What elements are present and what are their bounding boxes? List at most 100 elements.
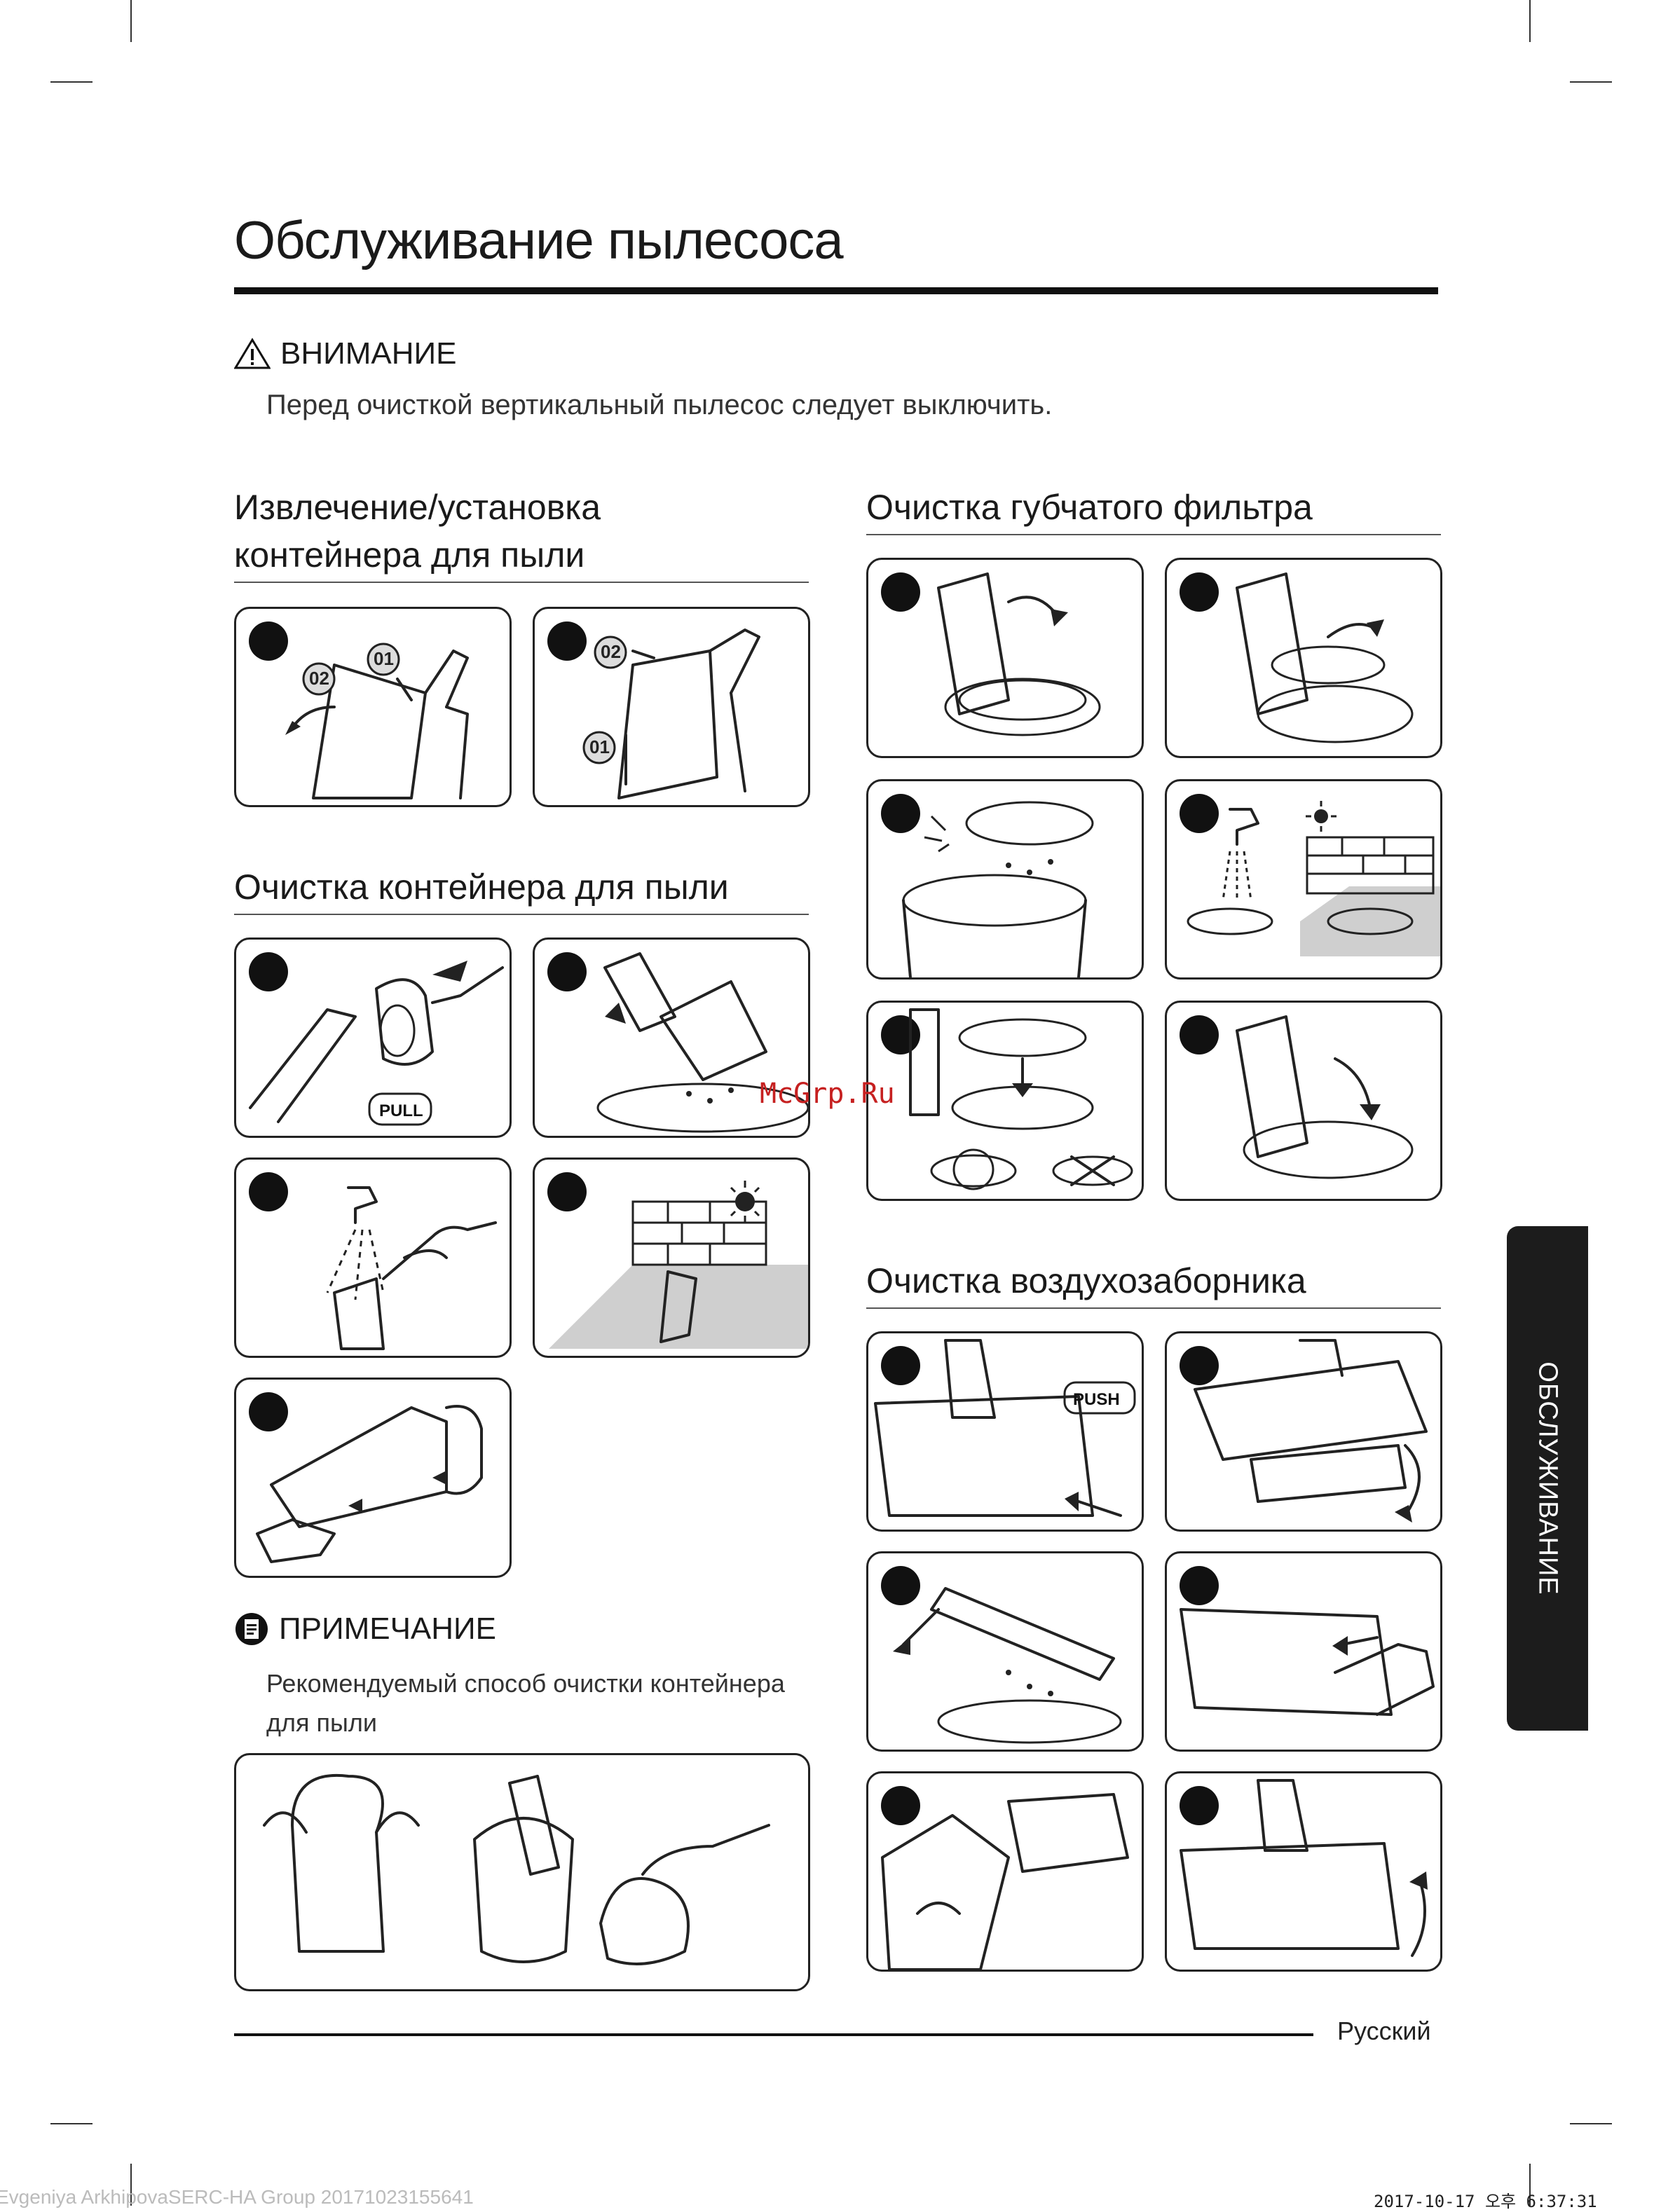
reinsert-sponge-illustration	[909, 1008, 1133, 1190]
step-dot	[547, 952, 587, 991]
footer-rule	[234, 2033, 1313, 2036]
sponge-step-reinsert	[866, 1001, 1144, 1201]
section-clean-container-title: Очистка контейнера для пыли	[234, 867, 729, 907]
section-rule	[234, 582, 809, 583]
step-dot	[249, 952, 288, 991]
step-dot	[881, 794, 920, 833]
close-cover-illustration	[881, 1793, 1129, 1970]
close-lid-illustration	[1236, 1015, 1414, 1179]
step-dot	[249, 1392, 288, 1431]
step-label-02: 02	[309, 668, 329, 689]
sun-icon	[1306, 801, 1337, 832]
faucet-icon	[347, 1186, 378, 1224]
tap-sponge-illustration	[902, 801, 1094, 977]
install-container-illustration: 02 01	[582, 628, 760, 799]
print-meta-right: 2017-10-17 오후 6:37:31	[1374, 2192, 1597, 2211]
sponge-step-tap	[866, 779, 1144, 980]
remove-sponge-illustration	[1236, 572, 1414, 743]
remove-container-illustration: 01 02	[285, 643, 469, 799]
step-panel-empty-container	[533, 937, 810, 1138]
side-tab-label: ОБСЛУЖИВАНИЕ	[1533, 1361, 1563, 1595]
push-label: PUSH	[1073, 1390, 1120, 1409]
sponge-step-open	[866, 558, 1144, 758]
section-clean-sponge-title: Очистка губчатого фильтра	[866, 488, 1313, 527]
crop-mark	[1570, 2123, 1612, 2124]
dry-container-illustration	[549, 1181, 808, 1349]
section-rule	[866, 1307, 1441, 1309]
step-dot	[1180, 1015, 1219, 1055]
step-label-02: 02	[601, 641, 621, 662]
step-dot	[1180, 1566, 1219, 1605]
intake-step-push: PUSH	[866, 1331, 1144, 1532]
section-rule	[866, 534, 1441, 535]
note-heading: ПРИМЕЧАНИЕ	[234, 1612, 496, 1647]
reattach-cover-illustration	[1180, 1779, 1428, 1957]
pull-label: PULL	[379, 1101, 423, 1120]
step-dot	[881, 1346, 920, 1385]
sponge-step-remove	[1165, 558, 1442, 758]
footer-language: Русский	[1337, 2017, 1431, 2045]
step-dot	[881, 1786, 920, 1825]
step-label-01: 01	[374, 648, 394, 669]
crop-mark	[130, 0, 132, 42]
step-dot	[249, 621, 288, 661]
step-panel-wash-container	[234, 1157, 512, 1358]
note-bag-panel	[234, 1753, 810, 1991]
crop-mark	[50, 2123, 93, 2124]
crop-mark	[1529, 0, 1531, 42]
wash-container-illustration	[326, 1186, 497, 1350]
brush-out-illustration	[893, 1587, 1122, 1744]
sun-icon	[724, 1181, 766, 1223]
reinsert-container-illustration	[256, 1405, 483, 1563]
crop-mark	[1570, 81, 1612, 83]
step-panel-pull-container: PULL	[234, 937, 512, 1138]
step-dot	[881, 1015, 920, 1055]
intake-step-close-cover	[866, 1771, 1144, 1972]
step-panel-install: 02 01	[533, 607, 810, 807]
note-document-icon	[235, 1613, 268, 1645]
step-dot	[881, 572, 920, 612]
brush-in-illustration	[1180, 1608, 1435, 1716]
step-dot	[547, 1172, 587, 1211]
step-dot	[1180, 1786, 1219, 1825]
step-dot	[1180, 572, 1219, 612]
wash-dry-sponge-illustration	[1187, 801, 1440, 956]
push-button-illustration: PUSH	[874, 1339, 1136, 1517]
bag-cleaning-illustration	[263, 1773, 770, 1965]
intake-step-brush-out	[866, 1551, 1144, 1752]
open-lid-illustration	[937, 572, 1101, 736]
pull-container-illustration: PULL	[249, 961, 504, 1126]
step-dot	[1180, 1346, 1219, 1385]
open-cover-illustration	[1194, 1339, 1428, 1523]
step-panel-remove: 01 02	[234, 607, 512, 807]
section-clean-intake-title: Очистка воздухозаборника	[866, 1261, 1306, 1300]
crop-mark	[130, 2164, 132, 2206]
title-rule	[234, 287, 1438, 294]
warning-label: ВНИМАНИЕ	[280, 336, 457, 371]
step-dot	[547, 621, 587, 661]
step-panel-dry-container	[533, 1157, 810, 1358]
step-panel-reinsert-container	[234, 1378, 512, 1578]
warning-heading: ВНИМАНИЕ	[234, 336, 457, 371]
note-label: ПРИМЕЧАНИЕ	[279, 1612, 497, 1646]
section-rule	[234, 914, 809, 915]
side-section-tab: ОБСЛУЖИВАНИЕ	[1507, 1226, 1588, 1731]
empty-container-illustration	[596, 952, 808, 1133]
intake-step-brush-in	[1165, 1551, 1442, 1752]
warning-text: Перед очисткой вертикальный пылесос след…	[266, 390, 1053, 420]
watermark: McGrp.Ru	[760, 1078, 895, 1110]
crop-mark	[1529, 2164, 1531, 2206]
intake-step-open-cover	[1165, 1331, 1442, 1532]
print-meta-left: Evgeniya ArkhipovaSERC-HA Group 20171023…	[0, 2186, 474, 2208]
step-label-01: 01	[589, 736, 610, 757]
sponge-step-wash-dry	[1165, 779, 1442, 980]
page-title: Обслуживание пылесоса	[234, 211, 844, 270]
faucet-icon	[1229, 808, 1259, 846]
step-dot	[249, 1172, 288, 1211]
step-dot	[881, 1566, 920, 1605]
section-remove-install-title: Извлечение/установка контейнера для пыли	[234, 488, 601, 575]
warning-triangle-icon	[234, 338, 271, 369]
step-dot	[1180, 794, 1219, 833]
note-text: Рекомендуемый способ очистки контейнера …	[266, 1669, 785, 1737]
intake-step-reattach	[1165, 1771, 1442, 1972]
